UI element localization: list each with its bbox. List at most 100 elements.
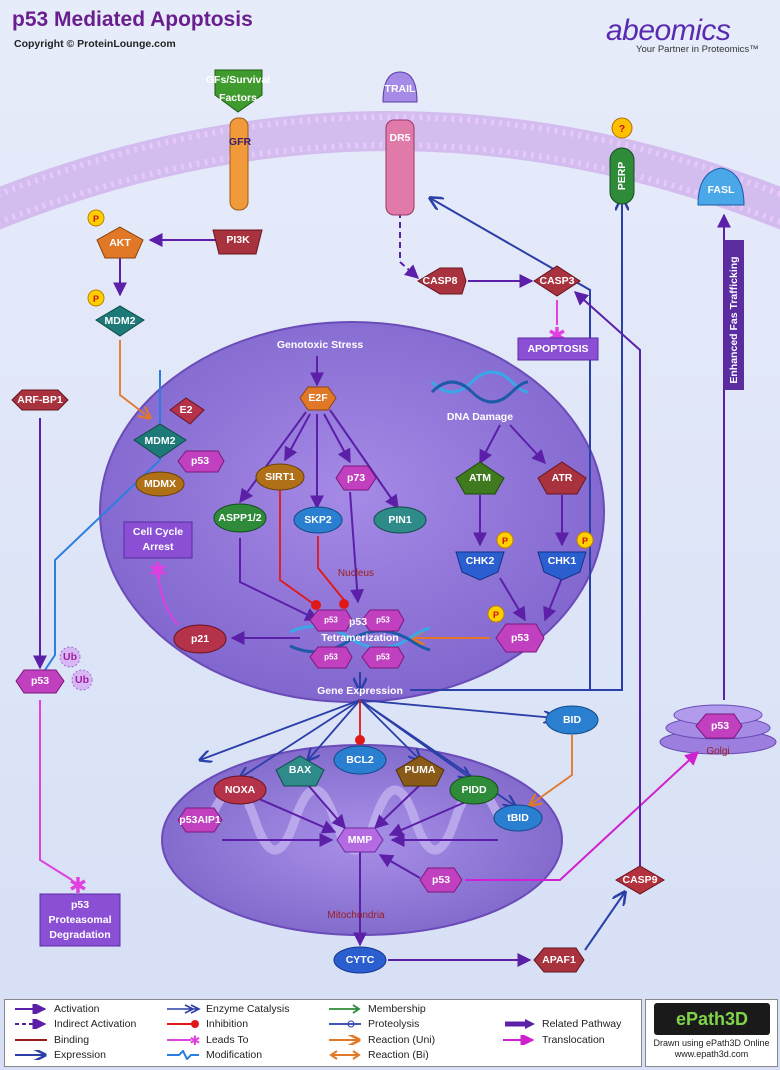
leads-to-star: ✱	[149, 559, 167, 584]
node-atr[interactable]: ATR	[537, 461, 587, 495]
apoptosis-box[interactable]: APOPTOSIS	[517, 337, 599, 361]
node-p53aip1[interactable]: p53AIP1	[177, 807, 223, 833]
svg-text:Cell Cycle: Cell Cycle	[133, 526, 183, 538]
legend-proteolysis: Proteolysis	[327, 1018, 419, 1030]
svg-text:Tetramerization: Tetramerization	[321, 632, 398, 644]
node-p53-mito[interactable]: p53	[419, 867, 463, 893]
node-p73[interactable]: p73	[335, 465, 377, 491]
legend-leads-to: ✱Leads To	[167, 1034, 249, 1046]
svg-text:p53: p53	[511, 632, 529, 644]
node-aspp[interactable]: ASPP1/2	[213, 503, 267, 533]
question-badge: ?	[611, 117, 633, 139]
node-pi3k[interactable]: PI3K	[212, 229, 263, 255]
legend-enzyme: Enzyme Catalysis	[165, 1003, 289, 1015]
svg-text:p53: p53	[324, 616, 338, 625]
svg-text:CASP8: CASP8	[422, 275, 457, 287]
node-e2f[interactable]: E2F	[299, 386, 337, 411]
node-trail[interactable]: TRAIL	[382, 71, 418, 103]
node-bid[interactable]: BID	[545, 705, 599, 735]
node-gfs[interactable]: GFs/Survival Factors	[206, 69, 270, 113]
svg-text:ARF-BP1: ARF-BP1	[17, 394, 63, 406]
node-arf-bp1[interactable]: ARF-BP1	[11, 389, 69, 411]
node-skp2[interactable]: SKP2	[293, 506, 343, 534]
node-mdm2-top[interactable]: MDM2	[95, 305, 145, 337]
svg-text:Enhanced Fas Trafficking: Enhanced Fas Trafficking	[728, 256, 740, 383]
legend-translocation: Translocation	[503, 1034, 605, 1046]
page-title: p53 Mediated Apoptosis	[12, 8, 253, 31]
svg-text:FASL: FASL	[708, 184, 735, 196]
svg-text:P: P	[93, 214, 99, 224]
node-pin1[interactable]: PIN1	[373, 506, 427, 534]
svg-text:ASPP1/2: ASPP1/2	[218, 512, 261, 524]
leads-to-star: ✱	[69, 874, 87, 899]
node-mdm2-nuc[interactable]: MDM2	[133, 423, 187, 459]
node-bcl2[interactable]: BCL2	[333, 745, 387, 775]
node-p53-ub[interactable]: p53	[15, 669, 65, 694]
legend-reaction-uni: Reaction (Uni)	[329, 1034, 436, 1046]
node-bax[interactable]: BAX	[275, 755, 325, 787]
node-casp3[interactable]: CASP3	[533, 265, 581, 297]
epath-logo: ePath3D	[654, 1003, 770, 1035]
svg-text:p53: p53	[711, 720, 729, 732]
svg-text:PIN1: PIN1	[388, 514, 412, 526]
cell-cycle-box[interactable]: Cell Cycle Arrest	[123, 521, 193, 559]
svg-text:P: P	[502, 536, 508, 546]
legend-activation: Activation	[15, 1003, 100, 1015]
degradation-box[interactable]: p53 Proteasomal Degradation	[39, 893, 121, 947]
dna-damage-label: DNA Damage	[447, 411, 513, 423]
node-tbid[interactable]: tBID	[493, 804, 543, 832]
legend-modification: Modification	[165, 1049, 262, 1061]
brand-logo[interactable]: abeomics Your Partner in Proteomics™	[606, 14, 776, 55]
node-noxa[interactable]: NOXA	[213, 775, 267, 805]
gene-expression-label: Gene Expression	[317, 685, 403, 697]
node-p53-tetramer[interactable]: p53 p53 p53 p53 p53 Tetramerization	[289, 609, 431, 669]
legend: Activation Indirect Activation Binding E…	[4, 999, 642, 1067]
node-sirt1[interactable]: SIRT1	[255, 463, 305, 491]
node-pidd[interactable]: PIDD	[449, 775, 499, 805]
p-badge: P	[496, 531, 514, 549]
svg-text:p53: p53	[432, 874, 450, 886]
node-atm[interactable]: ATM	[455, 461, 505, 495]
node-akt[interactable]: AKT	[96, 226, 144, 259]
node-p21[interactable]: p21	[173, 624, 227, 654]
svg-text:p53: p53	[349, 616, 367, 628]
node-e2[interactable]: E2	[169, 397, 205, 425]
node-p53-golgi[interactable]: p53	[695, 713, 743, 739]
node-casp9[interactable]: CASP9	[615, 865, 665, 895]
svg-text:MDMX: MDMX	[144, 478, 176, 490]
brand-name: abeomics	[606, 14, 731, 47]
svg-text:SKP2: SKP2	[304, 514, 332, 526]
node-cytc[interactable]: CYTC	[333, 946, 387, 974]
svg-text:MMP: MMP	[348, 834, 373, 846]
svg-text:p21: p21	[191, 633, 209, 645]
p-badge: P	[87, 209, 105, 227]
node-mmp[interactable]: MMP	[336, 827, 384, 853]
svg-text:P: P	[93, 294, 99, 304]
node-puma[interactable]: PUMA	[395, 755, 445, 787]
svg-text:p73: p73	[347, 472, 365, 484]
node-dr5[interactable]: DR5	[385, 119, 415, 216]
svg-text:MDM2: MDM2	[105, 315, 136, 327]
node-fasl[interactable]: FASL	[697, 167, 745, 206]
svg-text:APAF1: APAF1	[542, 954, 576, 966]
node-apaf1[interactable]: APAF1	[533, 947, 585, 973]
svg-text:E2F: E2F	[308, 392, 328, 404]
svg-text:p53: p53	[376, 653, 390, 662]
node-casp8[interactable]: CASP8	[417, 267, 467, 295]
svg-text:CASP3: CASP3	[539, 275, 574, 287]
node-p53-nuc[interactable]: p53	[177, 450, 225, 473]
legend-reaction-bi: Reaction (Bi)	[327, 1049, 429, 1061]
node-gfr[interactable]: GFR	[229, 117, 252, 211]
epath-badge[interactable]: ePath3D Drawn using ePath3D Online www.e…	[645, 999, 778, 1067]
node-chk2[interactable]: CHK2	[455, 551, 505, 581]
legend-inhibition: Inhibition	[165, 1018, 248, 1030]
node-chk1[interactable]: CHK1	[537, 551, 587, 581]
svg-text:DR5: DR5	[389, 132, 410, 144]
svg-text:p53: p53	[71, 899, 89, 911]
node-mdmx[interactable]: MDMX	[135, 471, 185, 497]
node-p53-right[interactable]: p53	[495, 623, 545, 653]
svg-text:Ub: Ub	[75, 674, 89, 686]
node-perp[interactable]: PERP	[609, 147, 635, 205]
